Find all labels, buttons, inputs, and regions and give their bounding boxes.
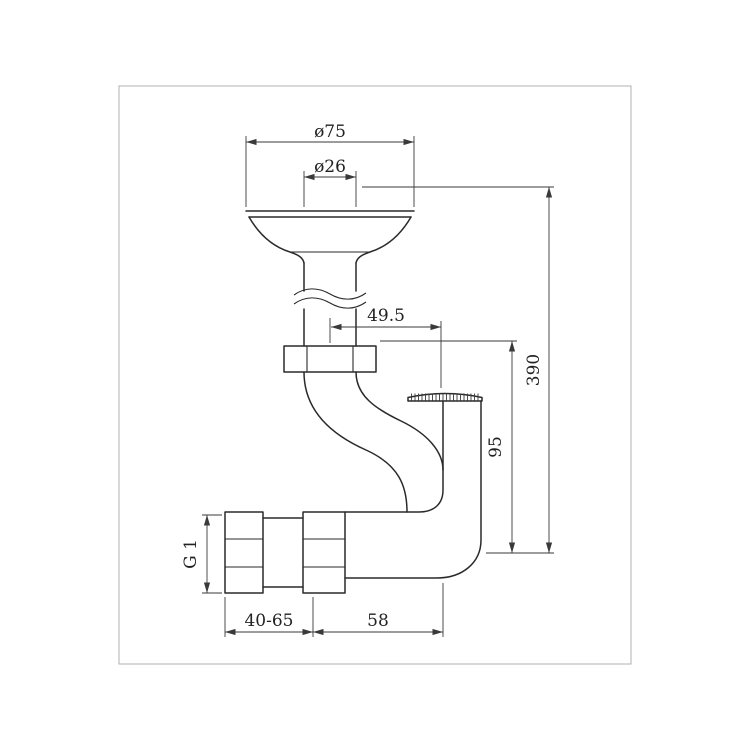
dim-label-adjustable-length: 40-65 [244, 611, 293, 631]
dim-label-outlet-length: 58 [367, 611, 389, 631]
extension-lines [202, 514, 222, 594]
bottom-outlet-pipe [224, 511, 346, 594]
pipe-outer-edge-and-bottom [344, 400, 482, 579]
break-wave-top [293, 288, 367, 300]
break-wave-bottom [293, 297, 367, 309]
dimension-horizontal-offset: 49.5 [329, 306, 442, 388]
s-bend-inner-edge [355, 371, 444, 471]
extension-lines [245, 136, 415, 207]
cleanout-cap [407, 392, 483, 402]
flange-left-side [248, 216, 305, 264]
pipe-inner-edge-and-top [344, 400, 444, 513]
dimension-top-outer-diameter: ø75 [245, 122, 415, 207]
dim-label-overall-height: 390 [524, 354, 544, 386]
pipe-break-symbol [293, 288, 367, 309]
dimension-thread-size: G 1 [181, 514, 222, 594]
s-bend-outer-edge [303, 371, 408, 513]
flange-right-side [355, 216, 412, 264]
dimension-overall-height: 390 [362, 186, 554, 554]
nut-outline [283, 345, 377, 373]
drawing-frame [118, 85, 632, 665]
cap-outline [407, 392, 483, 402]
nut-facet-lines [306, 346, 354, 372]
right-hex-nut-facets [303, 538, 345, 568]
right-vertical-pipe-and-elbow [344, 400, 482, 579]
dim-label-horizontal-offset: 49.5 [367, 306, 405, 326]
extension-lines [329, 318, 442, 388]
dimension-top-inner-diameter: ø26 [303, 157, 357, 207]
dimension-outlet-length: 58 [313, 583, 444, 637]
left-hex-nut-outline [224, 511, 264, 594]
s-bend-pipe [303, 371, 444, 513]
dim-label-top-outer-diameter: ø75 [314, 122, 346, 142]
dimension-adjustable-length: 40-65 [224, 597, 314, 637]
tailpiece-pipe [293, 262, 367, 347]
left-hex-nut-facets [225, 538, 263, 568]
dimension-outlet-height: 95 [380, 340, 517, 553]
extension-lines [362, 186, 554, 554]
cap-knurl-ticks [411, 393, 479, 401]
dim-label-thread-size: G 1 [181, 539, 201, 569]
tailpiece-edges [303, 262, 357, 347]
upper-hex-nut [283, 345, 377, 373]
pipe-between-nuts [262, 517, 304, 588]
strainer-flange [245, 210, 415, 264]
dim-label-outlet-height: 95 [486, 436, 506, 458]
dim-label-top-inner-diameter: ø26 [314, 157, 346, 177]
right-hex-nut-outline [302, 511, 346, 594]
